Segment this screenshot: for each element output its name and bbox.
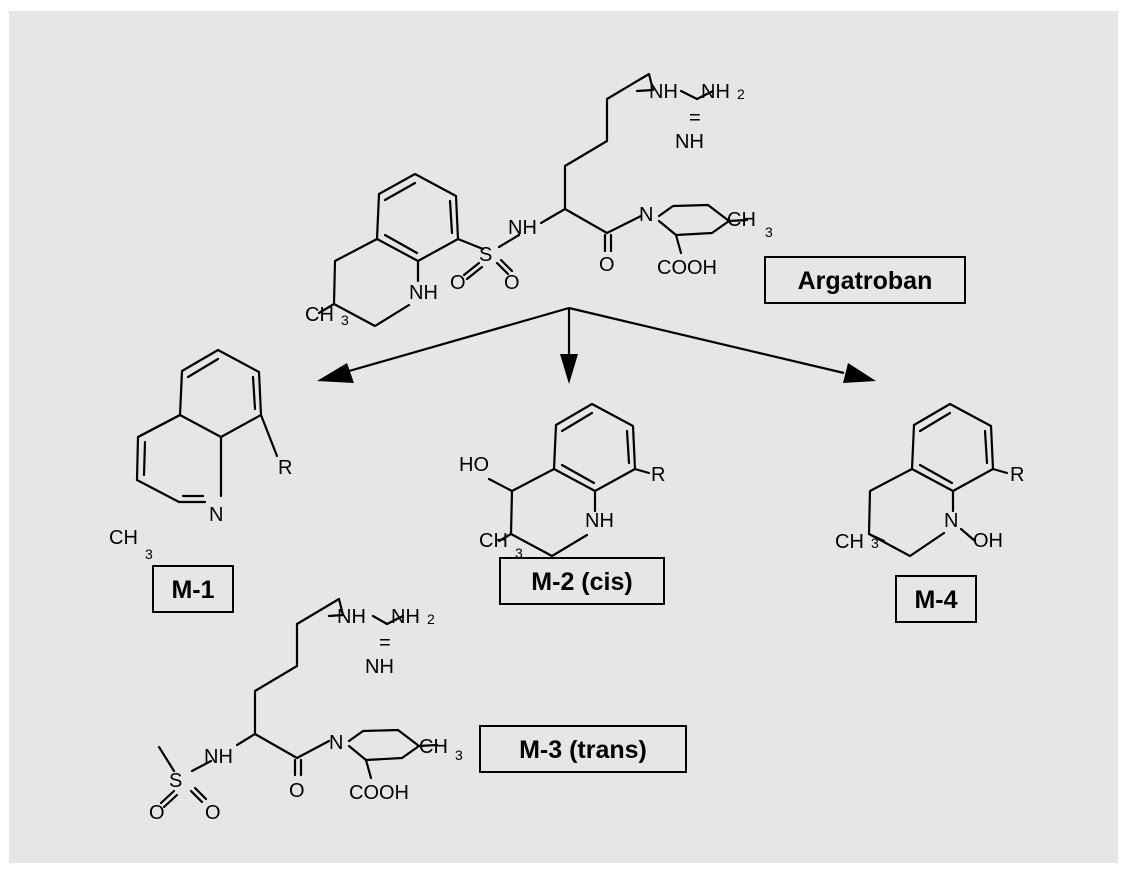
atom-ch: CH	[727, 209, 756, 231]
atom-sub: 2	[427, 611, 435, 627]
argatroban-label-box	[764, 256, 966, 304]
atom-n: N	[639, 204, 653, 226]
argatroban-structure: NH NH 2 = NH NH S O O O N CH 3 COOH NH C…	[305, 72, 773, 328]
atom-eq: =	[379, 632, 391, 654]
m4-structure: R N OH CH 3	[835, 402, 1024, 558]
atom-nh: NH	[365, 656, 394, 678]
atom-sub: 3	[871, 535, 879, 551]
atom-o: O	[205, 802, 221, 824]
atom-ch: CH	[419, 736, 448, 758]
m1-structure: R N CH 3	[109, 348, 292, 562]
m4-label-box	[895, 575, 977, 623]
atom-nh: NH	[508, 217, 537, 239]
m2-label-box	[499, 557, 665, 605]
metabolic-arrows	[317, 306, 876, 384]
atom-eq: =	[689, 107, 701, 129]
atom-sub: 3	[145, 546, 153, 562]
m2-structure: HO R NH CH 3	[459, 402, 665, 561]
atom-nh: NH	[675, 131, 704, 153]
atom-nh: NH	[585, 510, 614, 532]
atom-n: N	[209, 504, 223, 526]
atom-nh2: NH	[391, 606, 420, 628]
atom-o: O	[450, 272, 466, 294]
atom-ch: CH	[305, 304, 334, 326]
atom-ho: HO	[459, 454, 489, 476]
atom-n: N	[944, 510, 958, 532]
atom-sub: 3	[341, 312, 349, 328]
m3-label-box	[479, 725, 687, 773]
atom-cooh: COOH	[657, 257, 717, 279]
atom-nh2: NH	[701, 81, 730, 103]
atom-s: S	[169, 770, 182, 792]
atom-sub: 3	[765, 224, 773, 240]
atom-sub: 3	[455, 747, 463, 763]
atom-r: R	[1010, 464, 1024, 486]
atom-cooh: COOH	[349, 782, 409, 804]
atom-nh: NH	[409, 282, 438, 304]
atom-o: O	[504, 272, 520, 294]
atom-ch: CH	[835, 531, 864, 553]
m1-label: M-1	[171, 576, 214, 604]
metabolism-scheme: NH NH 2 = NH NH S O O O N CH 3 COOH NH C…	[109, 72, 1024, 824]
atom-sub: 3	[515, 545, 523, 561]
m3-label: M-3 (trans)	[519, 736, 647, 764]
atom-nh: NH	[649, 81, 678, 103]
atom-sub: 2	[737, 86, 745, 102]
m1-label-box	[152, 565, 234, 613]
atom-nh: NH	[337, 606, 366, 628]
atom-o: O	[289, 780, 305, 802]
argatroban-label: Argatroban	[798, 267, 933, 295]
atom-oh: OH	[973, 530, 1003, 552]
atom-o: O	[599, 254, 615, 276]
m3-structure: NH NH 2 = NH NH S O O O N CH 3 COOH	[149, 597, 463, 824]
atom-s: S	[479, 244, 492, 266]
atom-ch: CH	[479, 530, 508, 552]
m4-label: M-4	[914, 586, 957, 614]
atom-n: N	[329, 732, 343, 754]
atom-r: R	[278, 457, 292, 479]
m2-label: M-2 (cis)	[531, 568, 632, 596]
atom-ch: CH	[109, 527, 138, 549]
diagram-canvas: NH NH 2 = NH NH S O O O N CH 3 COOH NH C…	[9, 11, 1118, 863]
atom-r: R	[651, 464, 665, 486]
atom-nh: NH	[204, 746, 233, 768]
atom-o: O	[149, 802, 165, 824]
